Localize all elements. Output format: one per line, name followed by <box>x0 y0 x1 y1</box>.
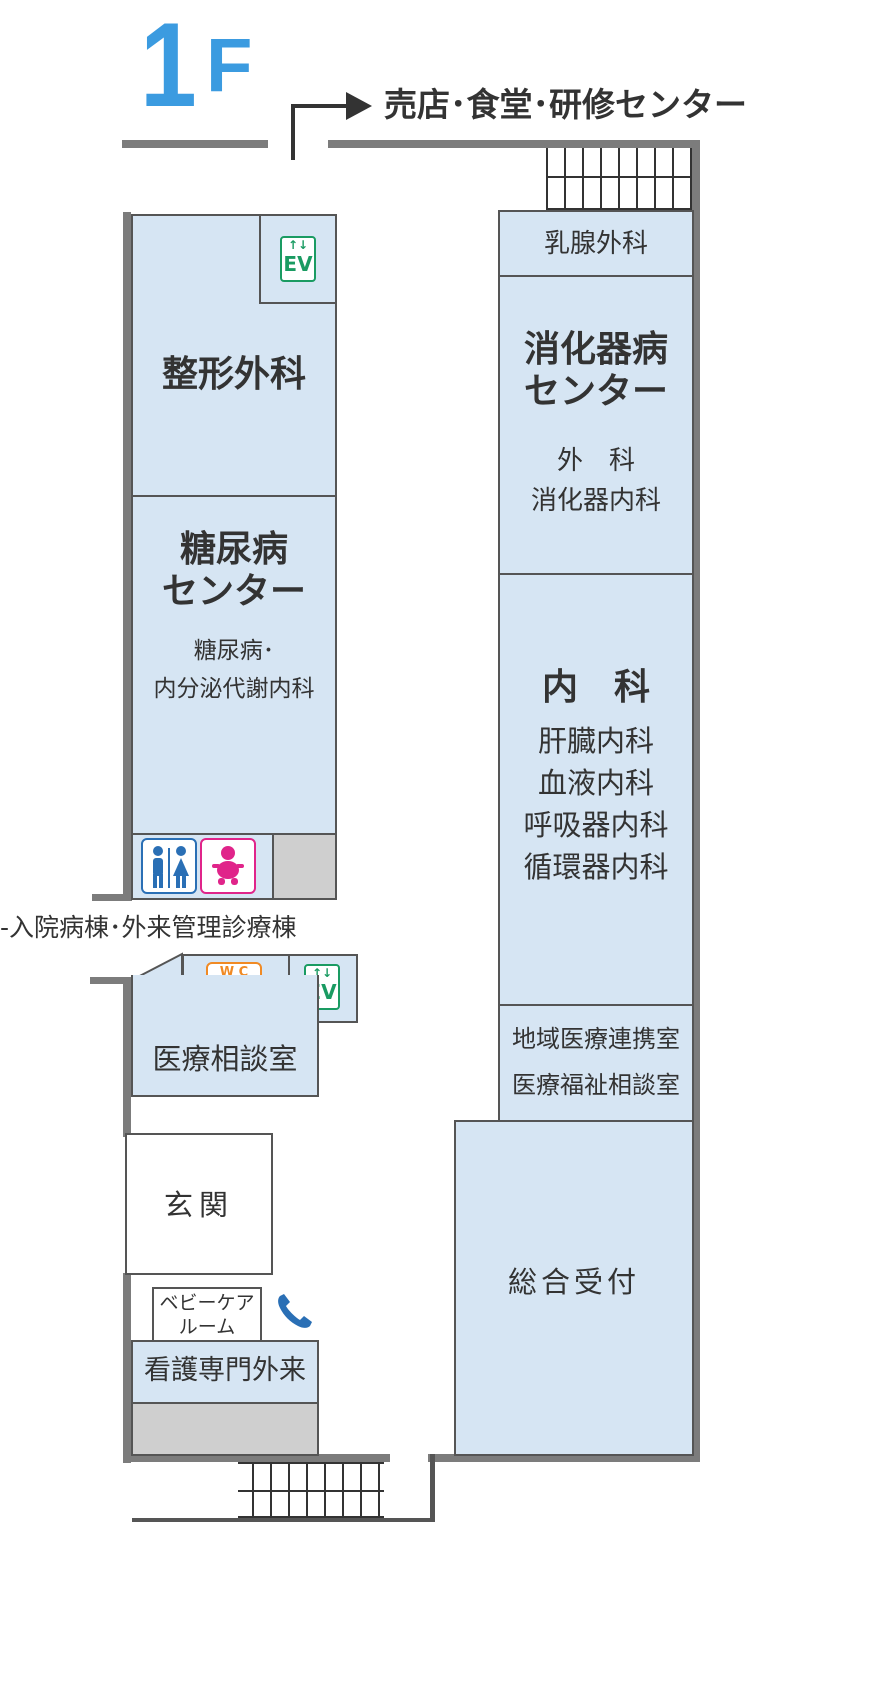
restroom-icon <box>141 838 197 894</box>
wall-bottom-step <box>430 1454 435 1522</box>
digestive-center-sub-2: 消化器内科 <box>530 486 661 516</box>
digestive-center-title-2: センター <box>523 371 668 412</box>
room-regional-liaison[interactable]: 地域医療連携室 医療福祉相談室 <box>498 1004 694 1122</box>
room-breast-surgery[interactable]: 乳腺外科 <box>498 210 694 277</box>
general-reception-label: 総合受付 <box>507 1265 640 1299</box>
baby-changing-icon <box>200 838 256 894</box>
wall-bottom-right <box>428 1454 700 1462</box>
room-nursing-outpatient[interactable]: 看護専門外来 <box>131 1340 319 1404</box>
wall-left-lower <box>123 1273 131 1463</box>
diabetes-center-sub-2: 内分泌代謝内科 <box>153 676 315 702</box>
nursing-outpatient-label: 看護専門外来 <box>144 1355 306 1386</box>
wall-bottom-left <box>123 1454 390 1462</box>
storage-bottom-left <box>131 1402 319 1456</box>
diabetes-center-sub-1: 糖尿病･ <box>193 638 275 664</box>
wall-bottom-ground <box>132 1518 435 1522</box>
phone-icon <box>278 1294 312 1328</box>
wall-left-middle-stub <box>90 977 131 984</box>
internal-medicine-sub-2: 血液内科 <box>537 766 654 800</box>
diabetes-center-title-2: センター <box>161 571 306 612</box>
internal-medicine-sub-1: 肝臓内科 <box>537 724 654 758</box>
room-breast-surgery-label: 乳腺外科 <box>543 229 648 259</box>
stairs-bottom <box>238 1462 384 1518</box>
baby-care-line-2: ルーム <box>178 1316 236 1338</box>
wall-top-right <box>328 140 700 148</box>
side-exit-label: -入院病棟･外来管理診療棟 <box>0 913 297 942</box>
direction-arrow-icon <box>291 92 372 160</box>
room-diabetes-center[interactable]: 糖尿病 センター 糖尿病･ 内分泌代謝内科 <box>131 495 337 835</box>
internal-medicine-title: 内 科 <box>541 667 650 708</box>
room-digestive-center[interactable]: 消化器病 センター 外 科 消化器内科 <box>498 275 694 575</box>
stairs-top <box>546 148 692 210</box>
restroom-storage <box>272 833 337 900</box>
elevator-box-upper: ↑↓ EV <box>259 214 337 304</box>
regional-liaison-line-2: 医療福祉相談室 <box>512 1071 680 1099</box>
elevator-icon: ↑↓ EV <box>280 236 316 282</box>
entrance-label: 玄関 <box>163 1188 234 1222</box>
wall-right <box>692 140 700 1462</box>
regional-liaison-line-1: 地域医療連携室 <box>512 1025 680 1053</box>
wall-top-left <box>122 140 268 148</box>
room-entrance[interactable]: 玄関 <box>125 1133 273 1275</box>
room-medical-consultation[interactable]: 医療相談室 <box>131 975 319 1097</box>
diabetes-center-title-1: 糖尿病 <box>179 529 288 570</box>
digestive-center-sub-1: 外 科 <box>556 446 635 476</box>
room-general-reception[interactable]: 総合受付 <box>454 1120 694 1456</box>
digestive-center-title-1: 消化器病 <box>523 329 668 370</box>
wall-left-upper <box>123 212 131 900</box>
room-internal-medicine[interactable]: 内 科 肝臓内科 血液内科 呼吸器内科 循環器内科 <box>498 573 694 1006</box>
internal-medicine-sub-3: 呼吸器内科 <box>523 808 669 842</box>
room-baby-care[interactable]: ベビーケア ルーム <box>152 1287 262 1343</box>
orthopedics-label: 整形外科 <box>161 354 306 395</box>
internal-medicine-sub-4: 循環器内科 <box>523 850 669 884</box>
wall-left-upper-stub <box>92 894 132 901</box>
floor-number: 1 <box>140 0 197 132</box>
direction-sign-text: 売店･食堂･研修センター <box>384 85 747 124</box>
floor-suffix: F <box>206 23 253 108</box>
baby-care-line-1: ベビーケア <box>159 1292 255 1314</box>
wall-left-middle <box>123 977 131 1137</box>
medical-consultation-label: 医療相談室 <box>152 1042 298 1076</box>
